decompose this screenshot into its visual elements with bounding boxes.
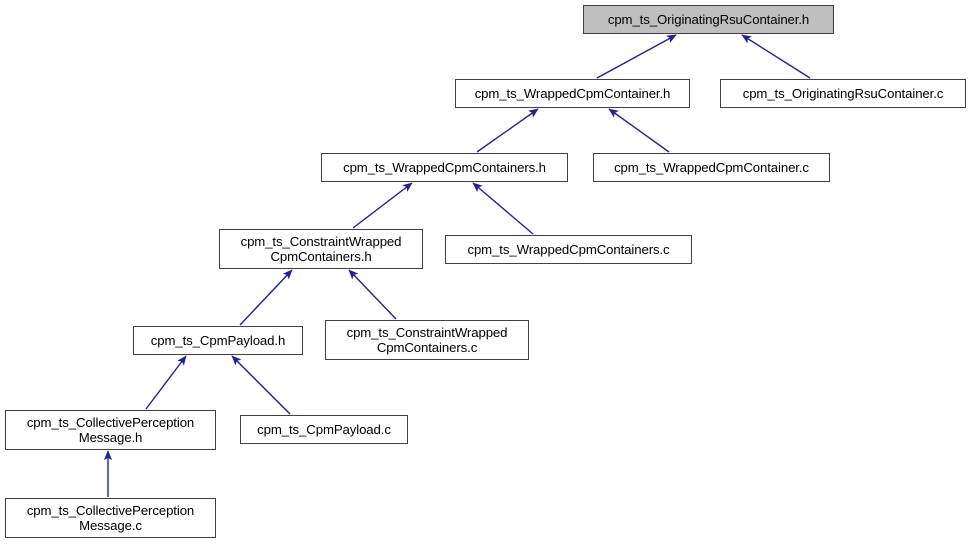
graph-node-wrappedcpmcontainers_h[interactable]: cpm_ts_WrappedCpmContainers.h [321,153,568,182]
graph-edge [596,34,677,79]
graph-edge [608,108,670,153]
graph-node-label: cpm_ts_OriginatingRsuContainer.c [742,85,944,101]
graph-node-constraintwrappedcpmcontainers_c[interactable]: cpm_ts_ConstraintWrapped CpmContainers.c [325,320,529,360]
graph-node-collectiveperceptionmessage_c[interactable]: cpm_ts_CollectivePerception Message.c [5,498,216,538]
graph-node-collectiveperceptionmessage_h[interactable]: cpm_ts_CollectivePerception Message.h [5,410,216,450]
graph-edge [352,182,413,229]
graph-edge [231,355,291,415]
graph-node-wrappedcpmcontainers_c[interactable]: cpm_ts_WrappedCpmContainers.c [445,235,692,264]
graph-node-label: cpm_ts_WrappedCpmContainers.c [467,241,670,257]
graph-node-originatingrsucontainer_h[interactable]: cpm_ts_OriginatingRsuContainer.h [583,5,834,34]
graph-node-label: cpm_ts_CollectivePerception Message.h [26,414,195,446]
graph-node-label: cpm_ts_ConstraintWrapped CpmContainers.h [240,233,402,265]
graph-node-constraintwrappedcpmcontainers_h[interactable]: cpm_ts_ConstraintWrapped CpmContainers.h [219,229,423,269]
graph-edge [476,108,539,153]
graph-node-label: cpm_ts_WrappedCpmContainer.c [614,159,809,175]
graph-node-wrappedcpmcontainer_h[interactable]: cpm_ts_WrappedCpmContainer.h [455,79,690,108]
graph-edge [348,269,397,320]
graph-node-label: cpm_ts_WrappedCpmContainers.h [343,159,546,175]
graph-node-cpmpayload_h[interactable]: cpm_ts_CpmPayload.h [133,326,303,355]
graph-node-label: cpm_ts_OriginatingRsuContainer.h [607,11,810,27]
graph-node-originatingrsucontainer_c[interactable]: cpm_ts_OriginatingRsuContainer.c [720,79,966,108]
graph-edge [239,269,293,326]
graph-node-label: cpm_ts_CpmPayload.c [257,421,391,437]
graph-node-cpmpayload_c[interactable]: cpm_ts_CpmPayload.c [240,415,408,444]
graph-edge [472,182,534,235]
graph-edge [741,34,811,79]
graph-node-label: cpm_ts_CpmPayload.h [150,332,286,348]
graph-edge [145,355,187,410]
graph-node-label: cpm_ts_WrappedCpmContainer.h [474,85,671,101]
graph-node-label: cpm_ts_CollectivePerception Message.c [26,502,195,534]
graph-node-wrappedcpmcontainer_c[interactable]: cpm_ts_WrappedCpmContainer.c [593,153,830,182]
graph-node-label: cpm_ts_ConstraintWrapped CpmContainers.c [346,324,508,356]
